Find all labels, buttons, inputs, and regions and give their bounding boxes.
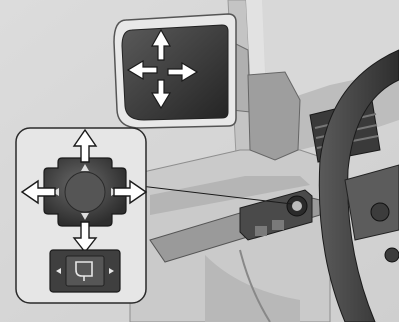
inset-arrow-down-icon <box>72 221 98 254</box>
mirror-mount <box>247 71 301 161</box>
door-trim <box>150 176 310 215</box>
door-line <box>239 249 271 322</box>
pad-triangle-down-icon <box>81 213 89 220</box>
mirror-arrow-right-icon <box>167 61 199 83</box>
window-switch <box>255 226 267 236</box>
steering-wheel-button <box>384 247 399 263</box>
inset-arrow-right-icon <box>113 179 148 205</box>
callout-line <box>131 184 293 205</box>
mirror-arrow-up-icon <box>150 28 172 61</box>
steering-wheel-rim <box>318 49 399 322</box>
triangle-right-icon <box>109 268 114 274</box>
mirror-select-icon <box>75 261 93 281</box>
direction-pad-center <box>64 171 106 213</box>
steering-wheel-spoke <box>344 164 399 241</box>
pad-triangle-up-icon <box>81 164 89 171</box>
dashboard-upper <box>262 0 399 110</box>
inset-arrow-left-icon <box>20 179 56 205</box>
steering-wheel-button <box>370 202 390 222</box>
window-switch <box>272 220 284 230</box>
mirror-arrow-left-icon <box>126 59 158 81</box>
mirror-select-rocker <box>65 255 105 287</box>
mirror-arrow-down-icon <box>150 79 172 110</box>
inset-arrow-up-icon <box>72 128 98 163</box>
triangle-left-icon <box>56 268 61 274</box>
mirror-control-knob-center <box>292 201 302 211</box>
